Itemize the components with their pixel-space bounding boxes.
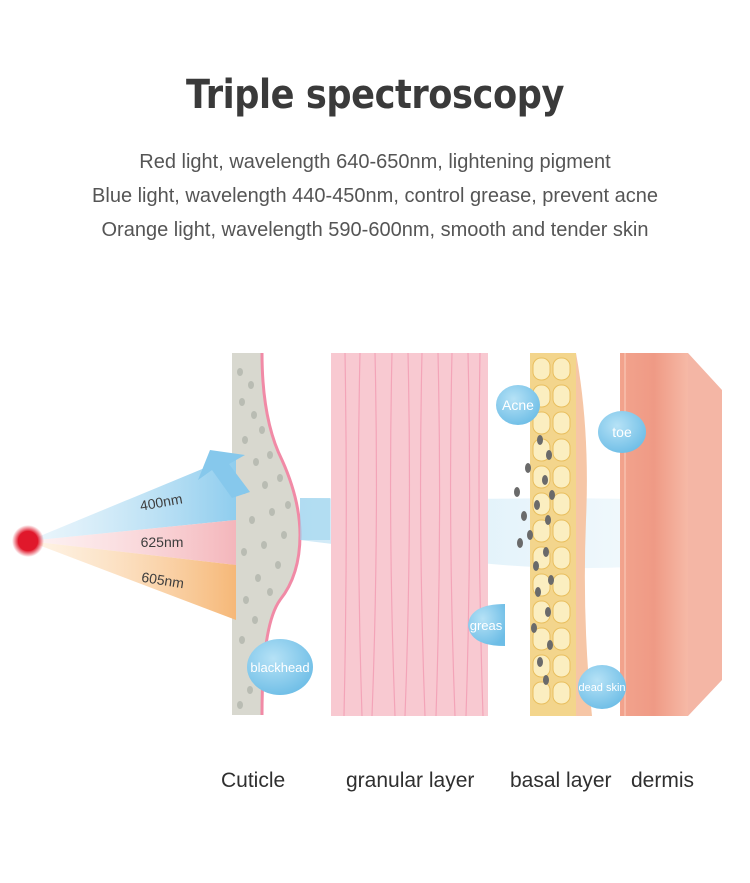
beam-label-625nm: 625nm	[141, 534, 184, 550]
acne-bubble: Acne	[496, 385, 540, 425]
layer-label-basal: basal layer	[510, 769, 612, 792]
page-title: Triple spectroscopy	[185, 72, 564, 118]
dead-skin-bubble-label: dead skin	[578, 682, 625, 694]
basal-layer	[514, 353, 592, 716]
blue-light-description: Blue light, wavelength 440-450nm, contro…	[92, 185, 658, 207]
red-light-description: Red light, wavelength 640-650nm, lighten…	[139, 151, 611, 173]
dermis-layer	[620, 353, 722, 716]
description-block: Red light, wavelength 640-650nm, lighten…	[0, 145, 750, 247]
light-source-core	[18, 531, 38, 551]
blackhead-bubble: blackhead	[247, 639, 313, 695]
beam-label-605nm: 605nm	[140, 569, 185, 592]
blackhead-bubble-label: blackhead	[250, 660, 309, 675]
granular-layer	[331, 352, 488, 717]
layer-label-granular: granular layer	[346, 769, 475, 792]
transmitted-light-arrow	[300, 498, 330, 540]
orange-light-description: Orange light, wavelength 590-600nm, smoo…	[101, 219, 649, 241]
toe-bubble: toe	[598, 411, 646, 453]
layer-label-cuticle: Cuticle	[221, 769, 286, 792]
layer-label-dermis: dermis	[631, 769, 695, 792]
grease-bubble: greas	[468, 604, 505, 646]
dead-skin-bubble: dead skin	[578, 665, 626, 709]
acne-bubble-label: Acne	[502, 397, 534, 413]
toe-bubble-label: toe	[612, 424, 632, 440]
grease-bubble-label: greas	[470, 618, 503, 633]
beam-400nm	[28, 455, 236, 541]
beam-label-400nm: 400nm	[139, 490, 184, 513]
beam-625nm	[28, 520, 236, 565]
reflected-light-arrow	[198, 450, 250, 498]
beam-605nm	[28, 541, 236, 620]
